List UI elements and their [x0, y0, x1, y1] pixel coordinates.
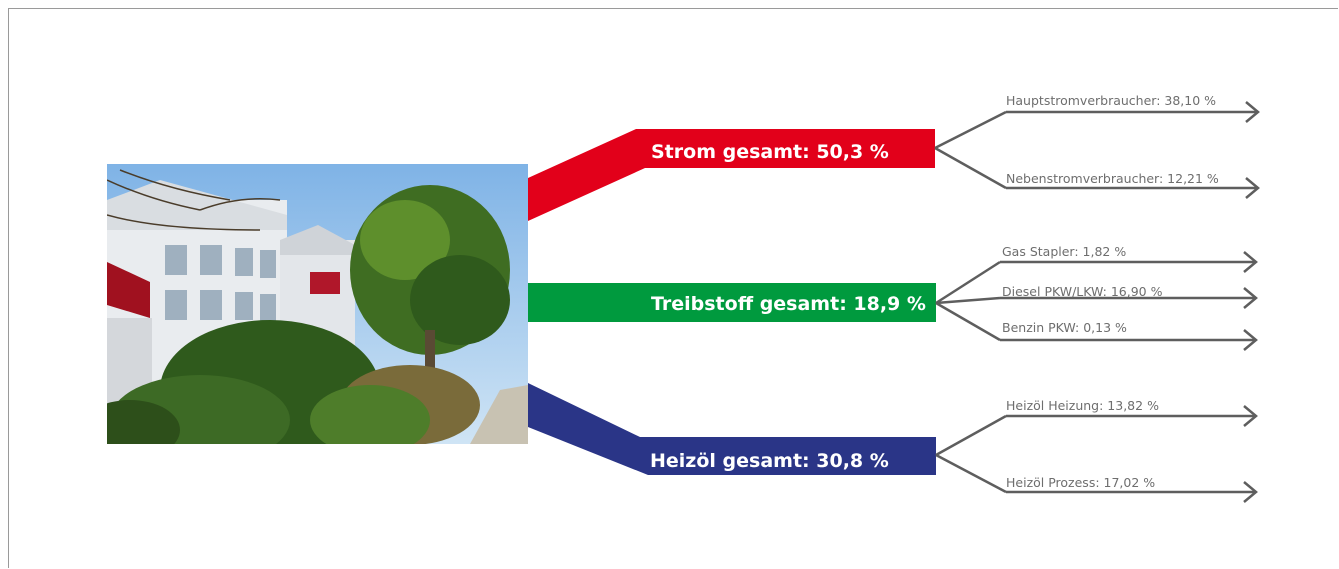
- sub-label-heizoel-heizung: Heizöl Heizung: 13,82 %: [1006, 398, 1159, 413]
- sub-label-hauptstrom: Hauptstromverbraucher: 38,10 %: [1006, 93, 1216, 108]
- treibstoff-arrowhead-0: [1243, 251, 1258, 273]
- flow-connectors: [934, 101, 1260, 503]
- treibstoff-connector-2: [935, 301, 1001, 342]
- strom-connector-0: [934, 110, 1007, 150]
- treibstoff-connector-0: [935, 260, 1001, 305]
- company-building-photo: [107, 164, 528, 444]
- strom-band: [528, 129, 935, 221]
- heizoel-total-label: Heizöl gesamt: 30,8 %: [650, 450, 889, 472]
- diagram-frame: [8, 8, 1338, 568]
- heizoel-band: [528, 383, 936, 475]
- flow-bands: [528, 129, 936, 475]
- sub-label-diesel: Diesel PKW/LKW: 16,90 %: [1002, 284, 1163, 299]
- strom-arrowhead-0: [1245, 101, 1260, 123]
- sub-label-gas-stapler: Gas Stapler: 1,82 %: [1002, 244, 1126, 259]
- treibstoff-connector-1: [935, 296, 1001, 305]
- treibstoff-arrowhead-1: [1243, 287, 1258, 309]
- sub-label-heizoel-prozess: Heizöl Prozess: 17,02 %: [1006, 475, 1155, 490]
- heizoel-connector-0: [935, 414, 1007, 457]
- strom-arrowhead-1: [1245, 177, 1260, 199]
- treibstoff-arrowhead-2: [1243, 329, 1258, 351]
- sub-label-nebenstrom: Nebenstromverbraucher: 12,21 %: [1006, 171, 1219, 186]
- treibstoff-total-label: Treibstoff gesamt: 18,9 %: [651, 293, 926, 315]
- strom-connector-1: [934, 146, 1007, 190]
- sub-label-benzin: Benzin PKW: 0,13 %: [1002, 320, 1127, 335]
- heizoel-arrowhead-1: [1243, 481, 1258, 503]
- heizoel-arrowhead-0: [1243, 405, 1258, 427]
- heizoel-connector-1: [935, 453, 1007, 494]
- treibstoff-band: [528, 283, 936, 322]
- strom-total-label: Strom gesamt: 50,3 %: [651, 141, 889, 163]
